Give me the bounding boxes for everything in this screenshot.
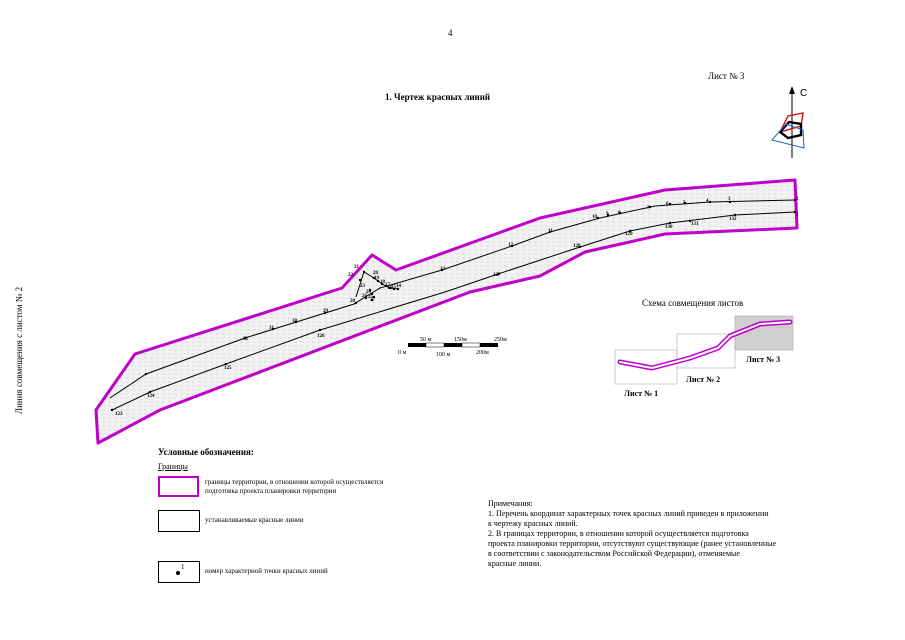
- page-number: 4: [448, 28, 453, 38]
- point-label: 127: [493, 273, 501, 278]
- point-label: 28: [350, 299, 356, 304]
- scale-label: 0 м: [398, 350, 407, 356]
- point-label: 17: [385, 283, 391, 288]
- point-label: 13: [440, 267, 446, 272]
- point-label: 1: [796, 213, 799, 218]
- point-label: 18: [380, 280, 386, 285]
- scheme-sheet-2: Лист № 2: [686, 375, 720, 384]
- point-label: 30: [292, 319, 298, 324]
- sheet-label: Лист № 3: [708, 71, 745, 81]
- point-label: 128: [573, 244, 581, 249]
- notes-line: к чертежу красных линий.: [488, 519, 578, 528]
- point-label: 123: [115, 412, 123, 417]
- point-label: 9: [606, 212, 609, 217]
- point-label: 11: [548, 229, 553, 234]
- notes-line: проекта планировки территории, отсутству…: [488, 539, 777, 548]
- scale-label: 250м: [494, 337, 507, 343]
- point-dot-icon: [176, 571, 180, 575]
- point-label: 26: [362, 294, 368, 299]
- scheme-sheet-3: Лист № 3: [746, 355, 780, 364]
- combination-line-label: Линия совмещения с листом № 2: [14, 286, 24, 414]
- legend-boundary-label: границы территории, в отношении которой …: [205, 478, 384, 495]
- point-label: 4: [706, 199, 709, 204]
- legend-subtitle: Границы: [158, 462, 188, 471]
- point-label: 20: [373, 271, 379, 276]
- point-label: 6: [666, 202, 669, 207]
- point-label: 5: [683, 201, 686, 206]
- red-line-upper: [109, 199, 796, 399]
- legend-point-sample: 1: [181, 563, 185, 571]
- point-label: 12: [508, 243, 514, 248]
- point-label: 31: [269, 326, 275, 331]
- scale-label: 200м: [476, 350, 489, 356]
- point-label: 21: [354, 265, 360, 270]
- notes-line: 1. Перечень координат характерных точек …: [488, 509, 769, 518]
- legend-point-label: номер характерной точки красных линий: [205, 567, 328, 575]
- point-label: 19: [374, 276, 380, 281]
- scheme-title: Схема совмещения листов: [642, 298, 744, 308]
- point-label: 24: [366, 290, 372, 295]
- point-label: 10: [592, 215, 598, 220]
- scale-label: 100 м: [436, 352, 451, 358]
- legend-title: Условные обозначения:: [158, 447, 254, 457]
- scale-bar: 50 м 150м 250м 0 м 100 м 200м: [398, 337, 507, 358]
- point-label: 125: [224, 366, 232, 371]
- point-label: 22: [348, 273, 354, 278]
- notes-title: Примечания:: [488, 499, 533, 508]
- point-label: 124: [147, 394, 155, 399]
- legend-redline-label: устанавливаемые красные линии: [205, 516, 304, 524]
- point-label: 126: [317, 334, 325, 339]
- point-label: 2: [796, 197, 799, 202]
- point-label: 14: [396, 284, 402, 289]
- notes-line: 2. В границах территории, в отношении ко…: [488, 529, 749, 538]
- point-label: 7: [647, 206, 650, 211]
- scale-label: 50 м: [420, 337, 432, 343]
- point-label: 3: [728, 197, 731, 202]
- legend-redline-swatch: [158, 510, 200, 532]
- scale-label: 150м: [454, 337, 467, 343]
- point-label: 29: [323, 309, 329, 314]
- point-label: 8: [618, 211, 621, 216]
- point-label: 132: [729, 217, 737, 222]
- notes-line: красные линии.: [488, 559, 542, 568]
- point-markers: 2 3 4 5 6 7 8 9 10 11 12 13 14 15 16 17 …: [110, 197, 799, 417]
- notes-line: в соответствии с законодательством Росси…: [488, 549, 740, 558]
- point-label: 131: [691, 222, 699, 227]
- legend-point-swatch: 1: [158, 561, 200, 583]
- point-label: 27: [370, 298, 376, 303]
- sheet-scheme: Лист № 1 Лист № 2 Лист № 3: [614, 315, 794, 398]
- point-label: 16: [387, 286, 393, 291]
- territory-boundary: [94, 178, 799, 445]
- legend-boundary-swatch: [158, 476, 199, 497]
- point-label: 129: [625, 232, 633, 237]
- notes: Примечания: 1. Перечень координат характ…: [488, 499, 848, 569]
- point-label: 32: [243, 337, 249, 342]
- point-label: 23: [360, 284, 366, 289]
- north-label: С: [800, 88, 807, 99]
- north-arrow-icon: С: [771, 86, 807, 158]
- point-label: 25: [368, 295, 374, 300]
- point-label: 15: [391, 285, 397, 290]
- scheme-sheet-1: Лист № 1: [624, 389, 658, 398]
- drawing-title: 1. Чертеж красных линий: [385, 92, 491, 102]
- point-label: 130: [665, 225, 673, 230]
